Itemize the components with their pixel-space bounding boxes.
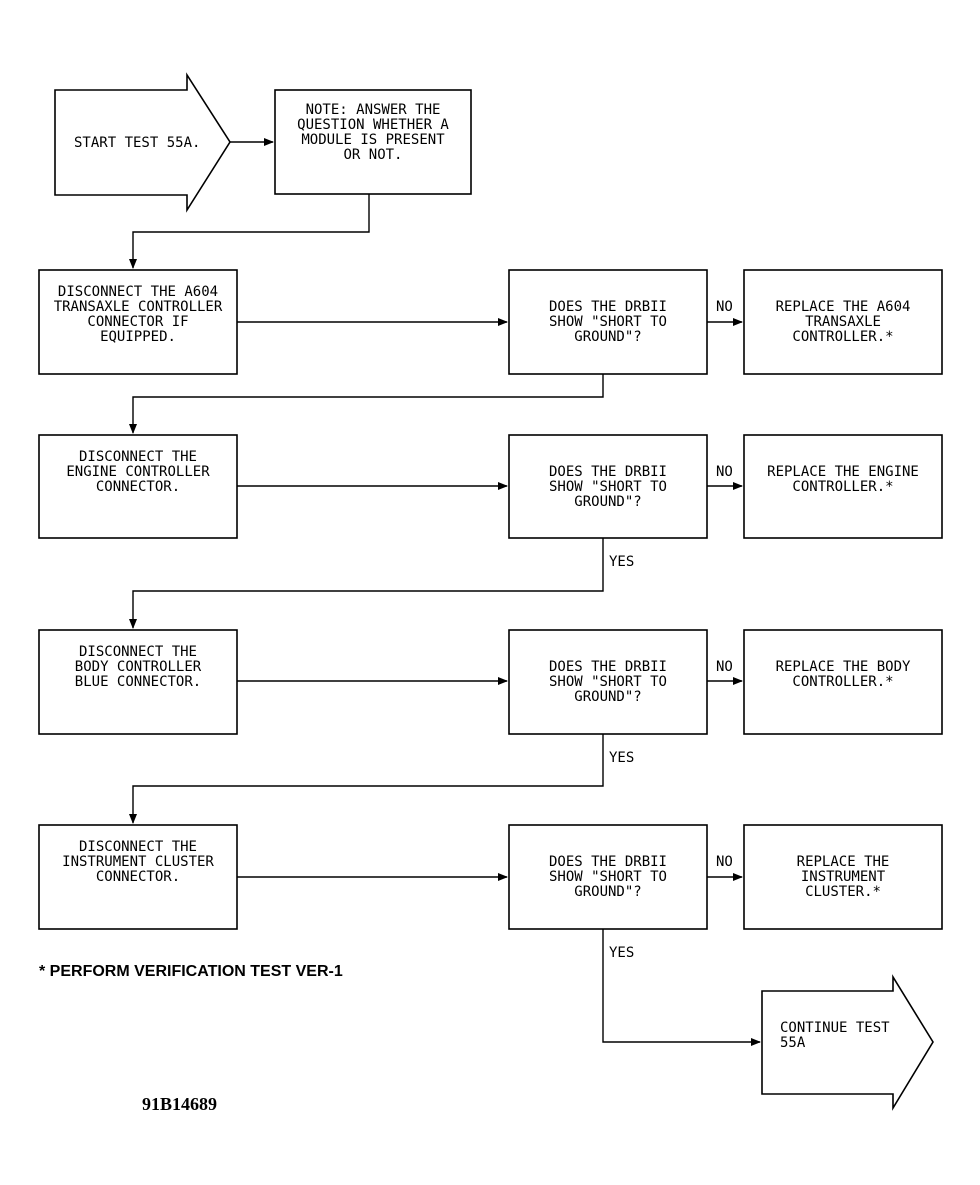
note-node-text-line: OR NOT. [343, 147, 402, 163]
continue-node-text-line: 55A [780, 1035, 806, 1051]
yes-label-2: YES [609, 554, 634, 570]
no-label-1: NO [716, 299, 733, 315]
figure-id: 91B14689 [142, 1094, 217, 1114]
question-node-4-text-line: DOES THE DRBII [549, 854, 667, 870]
action-node-4-text-line: DISCONNECT THE [79, 839, 197, 855]
action-node-1-text-line: EQUIPPED. [100, 329, 176, 345]
question-node-2-text-line: SHOW "SHORT TO [549, 479, 667, 495]
question-node-3-text-line: DOES THE DRBII [549, 659, 667, 675]
result-node-2-text-line: CONTROLLER.* [792, 479, 893, 495]
note-node-text-line: QUESTION WHETHER A [297, 117, 449, 133]
action-node-3-text-line: BLUE CONNECTOR. [75, 674, 201, 690]
connector-note-to-action-1 [129, 194, 370, 269]
no-label-2: NO [716, 464, 733, 480]
result-node-1-text-line: REPLACE THE A604 [776, 299, 911, 315]
question-node-3-text-line: GROUND"? [574, 689, 641, 705]
start-node: START TEST 55A. [54, 72, 231, 213]
question-node-3-text-line: SHOW "SHORT TO [549, 674, 667, 690]
question-node-2-text-line: GROUND"? [574, 494, 641, 510]
start-node-text: START TEST 55A. [74, 135, 200, 151]
action-node-4-text-line: INSTRUMENT CLUSTER [62, 854, 214, 870]
result-node-4-text-line: REPLACE THE [797, 854, 890, 870]
question-node-1-text-line: DOES THE DRBII [549, 299, 667, 315]
action-node-4-text-line: CONNECTOR. [96, 869, 180, 885]
question-node-4-text-line: GROUND"? [574, 884, 641, 900]
action-node-3-text-line: DISCONNECT THE [79, 644, 197, 660]
question-node-4-text-line: SHOW "SHORT TO [549, 869, 667, 885]
connector-question-2-to-action-3 [129, 538, 604, 629]
result-node-4-text-line: INSTRUMENT [801, 869, 886, 885]
action-node-1-text-line: DISCONNECT THE A604 [58, 284, 218, 300]
result-node-4-text-line: CLUSTER.* [805, 884, 881, 900]
no-label-4: NO [716, 854, 733, 870]
result-node-3-text-line: CONTROLLER.* [792, 674, 893, 690]
question-node-1-text-line: GROUND"? [574, 329, 641, 345]
start-node-text-line: START TEST 55A. [74, 135, 200, 151]
note-node-text-line: MODULE IS PRESENT [301, 132, 445, 148]
action-node-1-text-line: TRANSAXLE CONTROLLER [54, 299, 223, 315]
question-node-2-text-line: DOES THE DRBII [549, 464, 667, 480]
verification-footnote: * PERFORM VERIFICATION TEST VER-1 [39, 963, 343, 980]
action-node-1-text-line: CONNECTOR IF [87, 314, 188, 330]
result-node-3-text-line: REPLACE THE BODY [776, 659, 911, 675]
action-node-2-text-line: ENGINE CONTROLLER [66, 464, 210, 480]
yes-label-4: YES [609, 945, 634, 961]
result-node-1-text-line: TRANSAXLE [805, 314, 881, 330]
connector-question-3-to-action-4 [129, 734, 604, 824]
action-node-2-text-line: CONNECTOR. [96, 479, 180, 495]
note-node-text-line: NOTE: ANSWER THE [306, 102, 441, 118]
connector-question-1-to-action-2 [129, 374, 604, 434]
connector-question-4-to-continue [602, 929, 761, 1046]
question-node-1-text-line: SHOW "SHORT TO [549, 314, 667, 330]
result-node-1-text-line: CONTROLLER.* [792, 329, 893, 345]
no-label-3: NO [716, 659, 733, 675]
result-node-2-text-line: REPLACE THE ENGINE [767, 464, 919, 480]
continue-node-text-line: CONTINUE TEST [780, 1020, 890, 1036]
action-node-2-text-line: DISCONNECT THE [79, 449, 197, 465]
action-node-3-text-line: BODY CONTROLLER [75, 659, 202, 675]
yes-label-3: YES [609, 750, 634, 766]
